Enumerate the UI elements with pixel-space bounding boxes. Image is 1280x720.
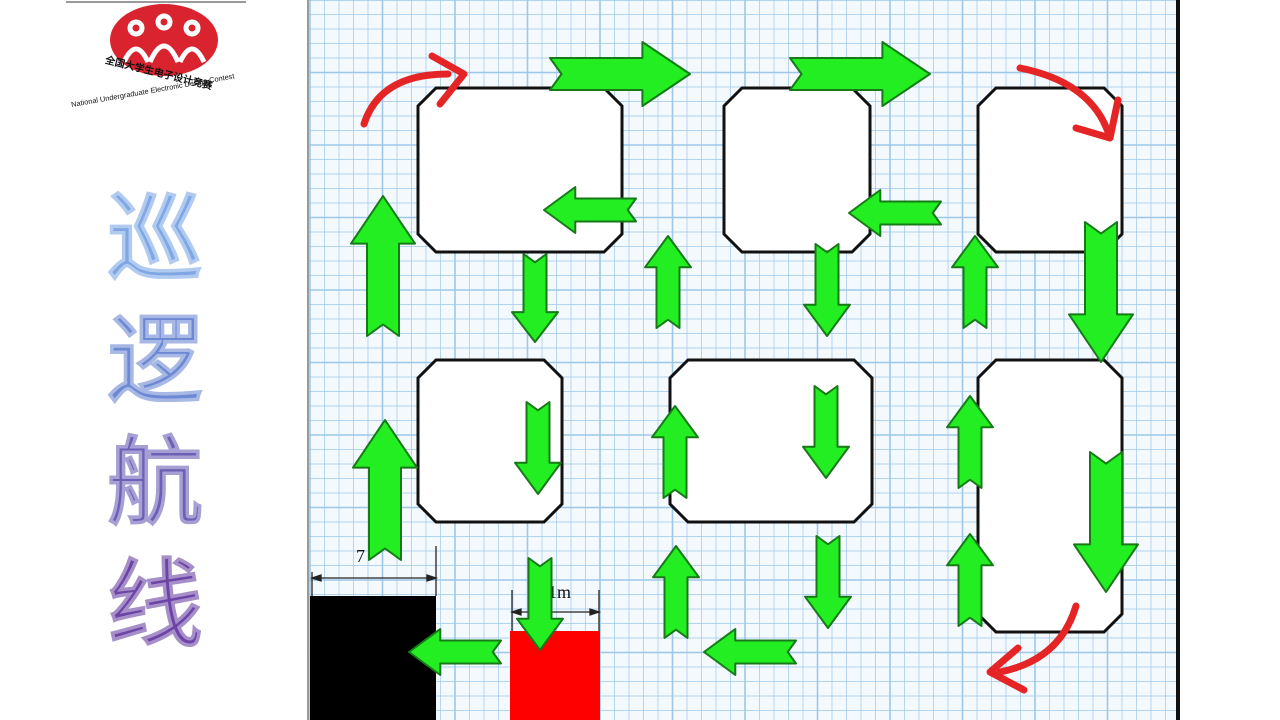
obstacle-block xyxy=(722,86,872,254)
route-arrow xyxy=(644,235,692,329)
dimension-left xyxy=(309,546,439,596)
route-arrow xyxy=(1073,451,1139,593)
obstacle-block xyxy=(416,86,624,254)
dimension-left-label: 7 xyxy=(356,546,365,566)
route-arrow xyxy=(651,405,699,499)
turn-arrow xyxy=(996,602,1080,676)
route-arrow xyxy=(946,533,994,627)
obstacle-block xyxy=(416,358,564,524)
black-zone xyxy=(310,596,436,720)
start-zone xyxy=(510,631,600,720)
title-char: 航 xyxy=(107,427,204,540)
route-arrow xyxy=(803,243,851,337)
route-arrow xyxy=(703,628,797,676)
route-arrow xyxy=(549,41,691,107)
route-arrow xyxy=(789,41,931,107)
obstacle-block xyxy=(668,358,874,524)
route-arrow xyxy=(848,189,942,237)
vertical-title: 巡 逻 航 线 xyxy=(100,178,210,666)
dimension-right xyxy=(509,590,602,631)
turn-arrow-head xyxy=(428,52,468,108)
route-arrow xyxy=(804,535,852,629)
route-arrow xyxy=(951,235,999,329)
route-arrow xyxy=(511,253,559,343)
route-arrow xyxy=(352,419,418,561)
route-arrow xyxy=(408,628,502,676)
route-arrow xyxy=(1068,221,1134,363)
dimension-right-label: 1m xyxy=(548,582,571,602)
route-arrow xyxy=(946,395,994,489)
route-arrows xyxy=(350,41,1139,676)
title-char: 巡 xyxy=(107,183,204,296)
title-char: 线 xyxy=(107,549,204,662)
turn-arrow xyxy=(360,70,452,128)
turn-arrow-head xyxy=(986,644,1028,694)
contest-logo: 全国大学生电子设计竞赛 National Undergraduate Elect… xyxy=(70,4,235,109)
route-arrow xyxy=(543,186,637,234)
title-char: 逻 xyxy=(107,305,204,418)
turn-arrows xyxy=(360,52,1122,694)
turn-arrow-head xyxy=(1072,96,1122,142)
people-icon xyxy=(121,13,207,64)
route-arrow xyxy=(652,545,700,639)
turn-arrow xyxy=(1016,64,1112,136)
route-arrow xyxy=(802,385,850,479)
route-arrow xyxy=(516,557,564,651)
route-arrow xyxy=(514,401,562,495)
logo-rule xyxy=(66,1,246,3)
route-arrow xyxy=(350,195,416,337)
